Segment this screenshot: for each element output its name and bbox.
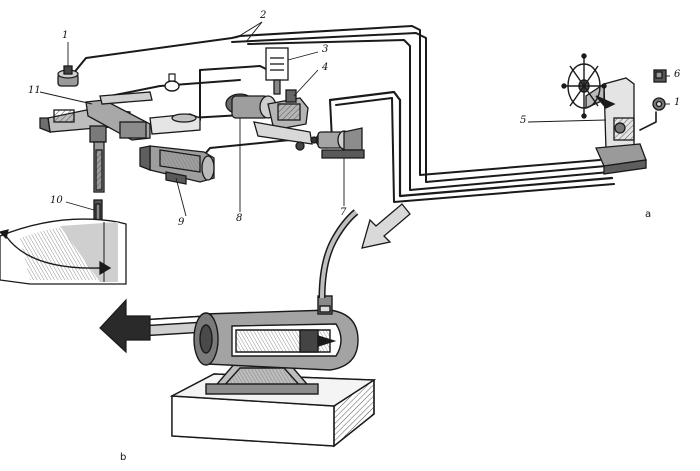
label-8: 8 — [236, 213, 243, 224]
servo-unit-7 — [310, 127, 365, 159]
label-5: 5 — [520, 115, 527, 126]
receiver-unit-1-right — [652, 97, 666, 111]
ram-direction-arrow — [99, 298, 151, 354]
line-valve — [164, 73, 180, 92]
oil-reservoir — [265, 47, 289, 95]
label-4: 4 — [322, 62, 329, 73]
label-6: 6 — [674, 69, 681, 80]
label-10: 10 — [50, 195, 63, 206]
ram-cylinder-detail — [139, 209, 377, 448]
label-2: 2 — [260, 10, 267, 21]
ships-wheel — [561, 53, 607, 119]
leader-lines — [39, 21, 670, 217]
rudder-blade — [0, 199, 127, 285]
detail-pointer-arrow — [361, 203, 411, 249]
caption-a: a — [645, 209, 652, 220]
label-9: 9 — [178, 217, 185, 228]
label-1-left: 1 — [62, 30, 69, 41]
label-11: 11 — [28, 85, 41, 96]
label-3: 3 — [322, 44, 329, 55]
tiller-assembly — [39, 91, 215, 193]
pipe-lines — [67, 25, 657, 203]
pump-unit — [225, 89, 313, 151]
bridge-steering-stand — [561, 53, 647, 175]
indicator-unit-6 — [653, 69, 667, 83]
label-7: 7 — [340, 207, 347, 218]
label-1-right: 1 — [674, 97, 681, 108]
receiver-unit-1 — [57, 65, 79, 87]
caption-b: b — [120, 452, 127, 463]
